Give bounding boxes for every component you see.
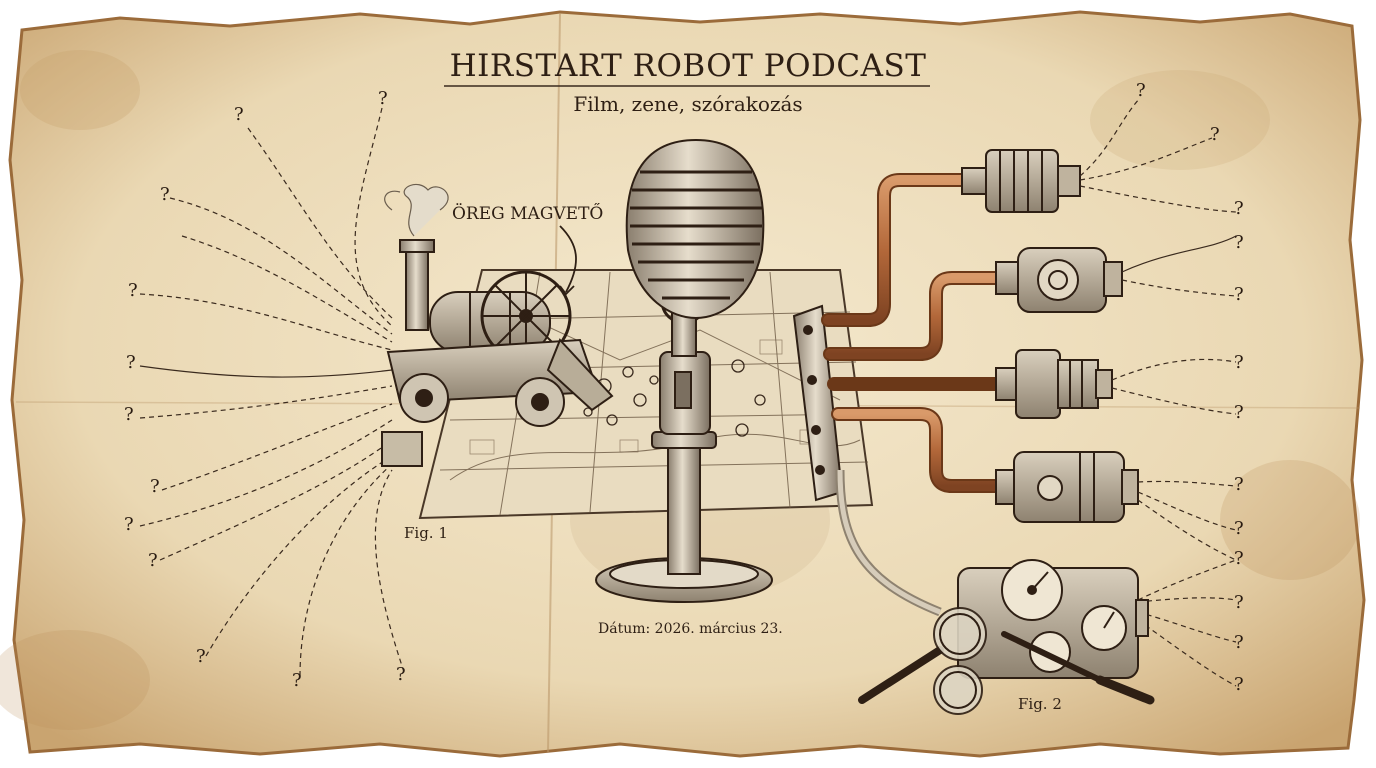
question-mark: ? [1234, 232, 1244, 253]
question-mark: ? [1234, 474, 1244, 495]
question-mark: ? [1234, 518, 1244, 539]
magnifier-tools [858, 607, 1155, 715]
question-mark: ? [1234, 632, 1244, 653]
engine-label: ÖREG MAGVETŐ [452, 204, 604, 224]
question-mark: ? [196, 646, 206, 667]
question-mark: ? [148, 550, 158, 571]
dashed-lines-right [1079, 97, 1237, 687]
question-mark: ? [126, 352, 136, 373]
figure-2-caption: Fig. 2 [1018, 695, 1062, 713]
question-mark: ? [1234, 548, 1244, 569]
valve-devices [961, 149, 1139, 523]
question-mark: ? [292, 670, 302, 691]
question-mark: ? [1234, 674, 1244, 695]
question-mark: ? [1136, 80, 1146, 101]
arrow-head [559, 285, 575, 296]
question-mark: ? [150, 476, 160, 497]
question-mark: ? [124, 514, 134, 535]
poster-title: HIRSTART ROBOT PODCAST [449, 48, 927, 84]
question-mark: ? [160, 184, 170, 205]
question-mark: ? [396, 664, 406, 685]
question-mark: ? [1210, 124, 1220, 145]
gauge-panel-illustration [957, 559, 1149, 679]
vintage-microphone-illustration [595, 138, 773, 603]
question-mark: ? [128, 280, 138, 301]
poster-subtitle: Film, zene, szórakozás [573, 92, 803, 116]
date-caption: Dátum: 2026. március 23. [598, 621, 783, 637]
pipe-manifold [792, 304, 844, 502]
question-mark: ? [124, 404, 134, 425]
question-mark: ? [378, 88, 388, 109]
question-mark: ? [1234, 284, 1244, 305]
copper-pipes [821, 173, 1011, 493]
question-mark: ? [1234, 592, 1244, 613]
question-mark: ? [1234, 352, 1244, 373]
question-mark: ? [1234, 402, 1244, 423]
dashed-lines-left [139, 107, 405, 677]
question-mark: ? [1234, 198, 1244, 219]
label-arrow [559, 225, 577, 293]
hose-highlight [837, 469, 941, 615]
steam-engine-illustration [381, 183, 614, 467]
question-mark: ? [234, 104, 244, 125]
figure-1-caption: Fig. 1 [404, 524, 448, 542]
